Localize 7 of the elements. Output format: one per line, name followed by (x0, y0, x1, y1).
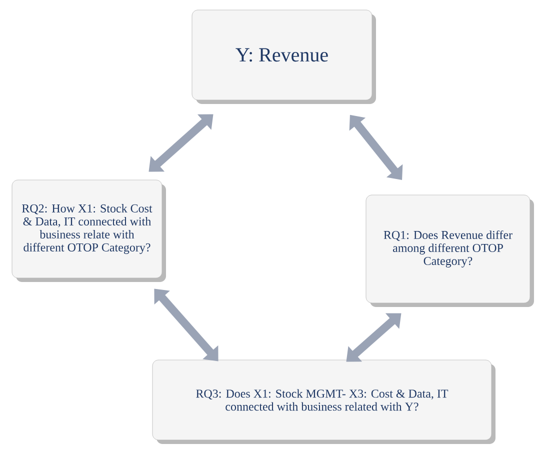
double-arrow (148, 114, 214, 172)
question-box: Y: Revenue (192, 10, 376, 104)
question-box: RQ1: Does Revenue differ among different OTOP Category? (366, 194, 534, 307)
question-box: RQ3: Does X1: Stock MGMT- X3: Cost & Data, IT connected with business related with Y? (152, 360, 496, 444)
question-box: RQ2: How X1: Stock Cost & Data, IT connected with business relate with different OTOP Category? (12, 180, 166, 282)
double-arrow (154, 288, 218, 362)
double-arrow (346, 313, 402, 362)
